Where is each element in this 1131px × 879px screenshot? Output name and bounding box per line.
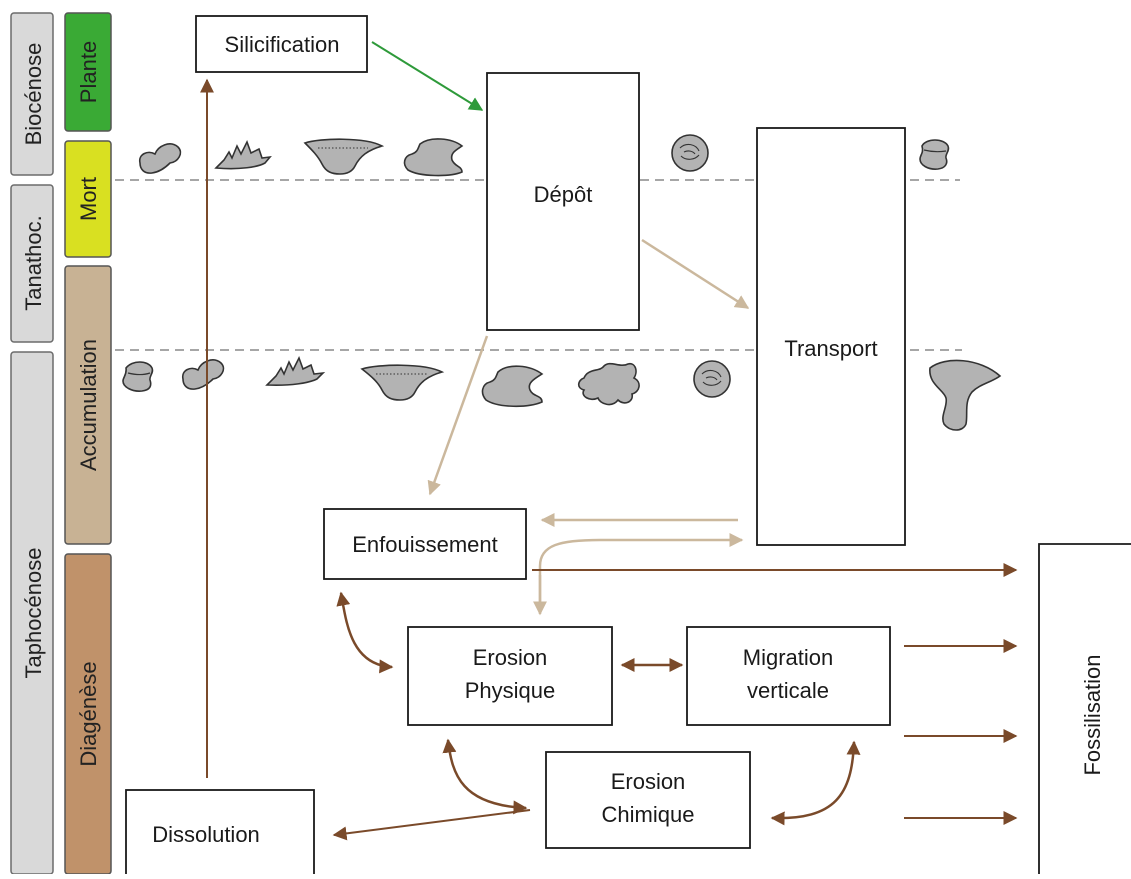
- erosion-physique-line2: Physique: [465, 678, 556, 703]
- stage-mort-label: Mort: [76, 177, 101, 221]
- arrow-enfouissement-transport: [538, 533, 744, 612]
- arrow-silicification-depot: [371, 41, 484, 111]
- stage-accumulation-bar: [64, 265, 112, 545]
- group-tanathocenose: Tanathoc.: [10, 184, 54, 343]
- erosion-chimique-line1: Erosion: [611, 769, 686, 794]
- arrow-depot-enfouissement: [427, 335, 489, 496]
- phytolith-icon: [138, 143, 182, 174]
- stage-diagenese: Diagénèse: [64, 553, 112, 875]
- group-biocenose: Biocénose: [10, 12, 54, 176]
- phytolith-icon: [919, 139, 950, 170]
- erosion-chimique-line2: Chimique: [602, 802, 695, 827]
- stage-mort: Mort: [64, 140, 112, 258]
- arrow-depot-transport: [641, 238, 750, 310]
- group-tanathocenose-bar: [10, 184, 54, 343]
- box-erosion-physique: Erosion Physique: [407, 626, 613, 726]
- stage-accumulation: Accumulation: [64, 265, 112, 545]
- phytoliths-accumulated: [122, 355, 1002, 431]
- phytolith-icon: [122, 361, 154, 392]
- phytolith-icon: [929, 359, 1002, 431]
- process-boxes: Silicification Dépôt Transport Enfouisse…: [125, 15, 1131, 879]
- box-depot: Dépôt: [486, 72, 640, 331]
- transport-label: Transport: [784, 336, 877, 361]
- phytolith-icon: [577, 362, 640, 406]
- stage-plante-label: Plante: [76, 41, 101, 103]
- stage-mort-bar: [64, 140, 112, 258]
- arrow-chimique-migration: [770, 740, 861, 826]
- phytolith-icon: [360, 364, 445, 401]
- arrow-chimique-dissolution: [332, 809, 531, 841]
- arrow-enfouissement-erosion-physique: [336, 591, 394, 674]
- phytolith-icon: [671, 134, 709, 172]
- phytolith-icon: [214, 139, 272, 170]
- enfouissement-label: Enfouissement: [352, 532, 498, 557]
- depot-label: Dépôt: [534, 182, 593, 207]
- box-silicification: Silicification: [195, 15, 368, 73]
- erosion-physique-line1: Erosion: [473, 645, 548, 670]
- group-taphocenose: Taphocénose: [10, 351, 54, 875]
- group-biocenose-label: Biocénose: [21, 43, 46, 146]
- migration-line1: Migration: [743, 645, 833, 670]
- dissolution-label: Dissolution: [152, 822, 260, 847]
- stage-diagenese-label: Diagénèse: [76, 661, 101, 766]
- phytolith-icon: [481, 365, 544, 408]
- phytolith-icon: [181, 359, 225, 390]
- silicification-label: Silicification: [225, 32, 340, 57]
- phytolith-icon: [303, 138, 385, 175]
- stage-plante-bar: [64, 12, 112, 132]
- group-tanathocenose-label: Tanathoc.: [21, 215, 46, 310]
- migration-line2: verticale: [747, 678, 829, 703]
- group-taphocenose-label: Taphocénose: [21, 548, 46, 679]
- box-transport: Transport: [756, 127, 906, 546]
- phytolith-icon: [403, 138, 464, 177]
- box-fossilisation: Fossilisation: [1038, 543, 1131, 879]
- group-biocenose-bar: [10, 12, 54, 176]
- phytolith-icon: [265, 355, 326, 386]
- arrow-physique-chimique: [442, 738, 528, 815]
- sidebar-stages: Plante Mort Accumulation Diagénèse: [64, 12, 112, 875]
- box-dissolution: Dissolution: [125, 789, 315, 879]
- sidebar-groups: Biocénose Tanathoc. Taphocénose: [10, 12, 54, 875]
- stage-plante: Plante: [64, 12, 112, 132]
- box-enfouissement: Enfouissement: [323, 508, 527, 580]
- fossilisation-label: Fossilisation: [1080, 654, 1105, 775]
- phytoliths-living: [138, 134, 950, 177]
- stage-accumulation-label: Accumulation: [76, 339, 101, 471]
- phytolith-icon: [693, 360, 731, 398]
- box-migration-verticale: Migration verticale: [686, 626, 891, 726]
- box-erosion-chimique: Erosion Chimique: [545, 751, 751, 849]
- arrows: [200, 41, 1018, 841]
